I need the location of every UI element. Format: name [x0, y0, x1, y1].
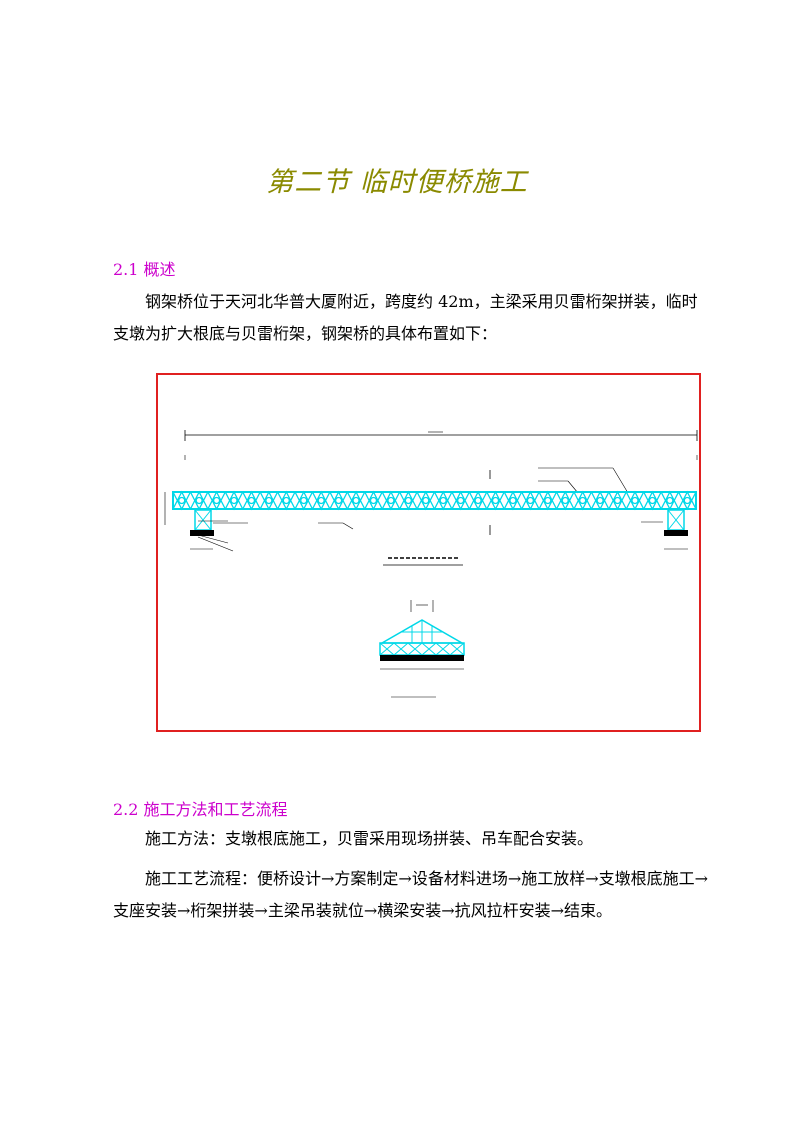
right-support-pier: [641, 509, 688, 550]
left-support-pier: [190, 509, 234, 552]
process-paragraph: 施工工艺流程：便桥设计→方案制定→设备材料进场→施工放样→支墩根底施工→支座安装…: [113, 869, 709, 920]
method-paragraph: 施工方法：支墩根底施工，贝雷采用现场拼装、吊车配合安装。: [145, 829, 594, 848]
page-title: 第二节 临时便桥施工: [266, 167, 528, 198]
overview-paragraph: 钢架桥位于天河北华普大厦附近，跨度约 42m，主梁采用贝雷桁架拼装，临时支墩为扩…: [113, 292, 698, 343]
bridge-layout-drawing: [164, 430, 698, 698]
bridge-drawing-frame: [156, 373, 701, 732]
bridge-cross-section: [379, 600, 465, 698]
section-heading-overview: 2.1 概述: [113, 260, 176, 279]
section-heading-method: 2.2 施工方法和工艺流程: [113, 800, 288, 819]
bailey-truss-elevation: [172, 490, 697, 511]
